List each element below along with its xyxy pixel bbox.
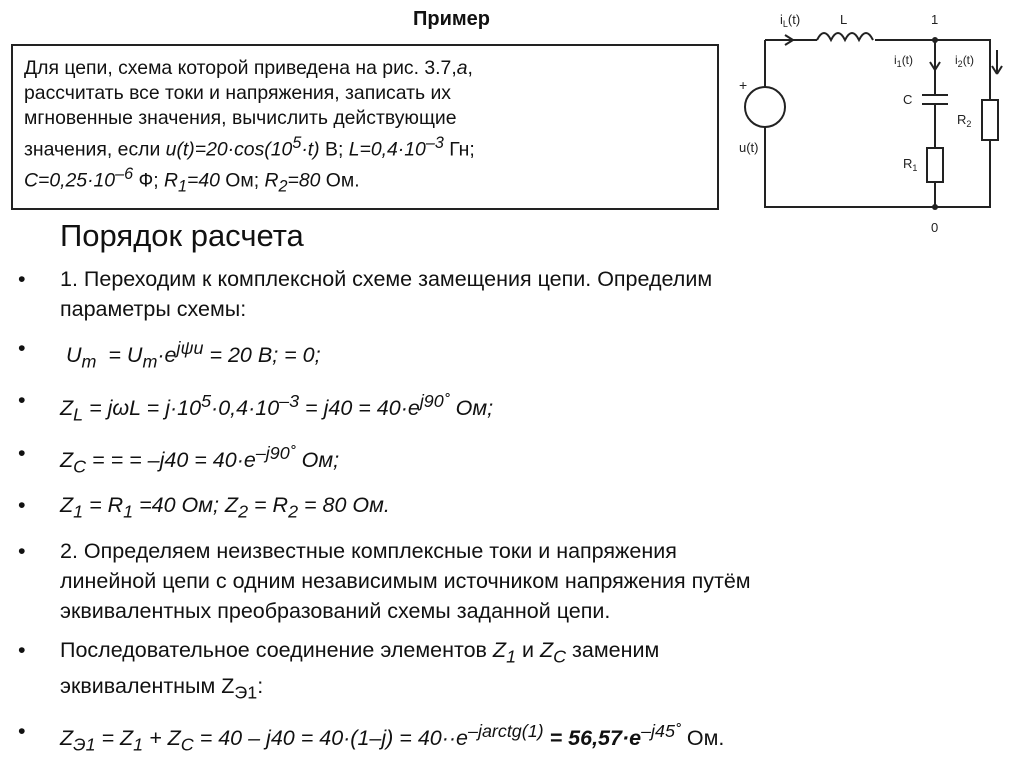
task-line-2: рассчитать все токи и напряжения, записа… <box>24 82 451 104</box>
step-1: • 1. Переходим к комплексной схеме замещ… <box>18 264 1008 324</box>
bullet-dot: • <box>18 493 26 518</box>
formula-zc: • ZC = = = –j40 = 40·e–j90˚ Ом; <box>18 438 1008 481</box>
task-line-4: значения, если u(t)=20·cos(105·t) В; L=0… <box>24 134 475 161</box>
bullet-dot: • <box>18 719 26 744</box>
bullet-dot: • <box>18 637 26 662</box>
formula-zl: • ZL = jωL = j·105·0,4·10–3 = j40 = 40·e… <box>18 385 1008 428</box>
step-2: • 2. Определяем неизвестные комплексные … <box>18 536 1008 626</box>
formula-um: • Um = Um·ejψu = 20 В; = 0; <box>18 333 1008 376</box>
node-0-dot <box>932 204 938 210</box>
slide-title: Пример <box>413 8 491 30</box>
calculation-steps: • 1. Переходим к комплексной схеме замещ… <box>18 264 1008 769</box>
label-node-1: 1 <box>931 12 938 27</box>
bullet-dot: • <box>18 336 26 360</box>
label-ut: u(t) <box>739 140 759 155</box>
bullet-dot: • <box>18 440 26 465</box>
resistor-r2 <box>981 99 999 141</box>
formula-z1-z2: • Z1 = R1 =40 Ом; Z2 = R2 = 80 Ом. <box>18 490 1008 526</box>
task-line-5: C=0,25·10–6 Ф; R1=40 Ом; R2=80 Ом. <box>24 165 360 196</box>
voltage-source <box>744 86 786 128</box>
resistor-r1 <box>926 147 944 183</box>
arrow-il-icon <box>784 34 794 46</box>
label-r1: R1 <box>903 156 917 173</box>
circuit-diagram: iL(t) L 1 i1(t) i2(t) + u(t) C R2 R1 0 <box>739 12 1003 235</box>
bullet-dot: • <box>18 267 26 291</box>
label-plus: + <box>739 77 747 93</box>
task-statement-box: Для цепи, схема которой приведена на рис… <box>11 44 719 210</box>
bullet-dot: • <box>18 538 26 563</box>
arrow-i1-icon <box>929 61 941 71</box>
section-heading: Порядок расчета <box>60 218 304 253</box>
task-line-3: мгновенные значения, вычислить действующ… <box>24 107 457 129</box>
label-node-0: 0 <box>931 220 938 235</box>
node-1-dot <box>932 37 938 43</box>
label-inductor: L <box>840 12 847 27</box>
label-i1: i1(t) <box>894 53 913 69</box>
capacitor-symbol <box>922 94 948 105</box>
arrow-i2-icon <box>991 50 1003 75</box>
task-line-1: Для цепи, схема которой приведена на рис… <box>24 57 473 79</box>
bullet-dot: • <box>18 388 26 413</box>
label-il: iL(t) <box>780 12 800 29</box>
formula-ze1: • ZЭ1 = Z1 + ZC = 40 – j40 = 40·(1–j) = … <box>18 716 1008 759</box>
label-r2: R2 <box>957 112 971 129</box>
wire-left <box>764 40 991 208</box>
inductor-symbol <box>816 32 874 43</box>
series-connection-step: • Последовательное соединение элементов … <box>18 635 1008 708</box>
label-capacitor: C <box>903 92 912 107</box>
wire-top-right <box>875 39 991 100</box>
label-i2: i2(t) <box>955 53 974 69</box>
